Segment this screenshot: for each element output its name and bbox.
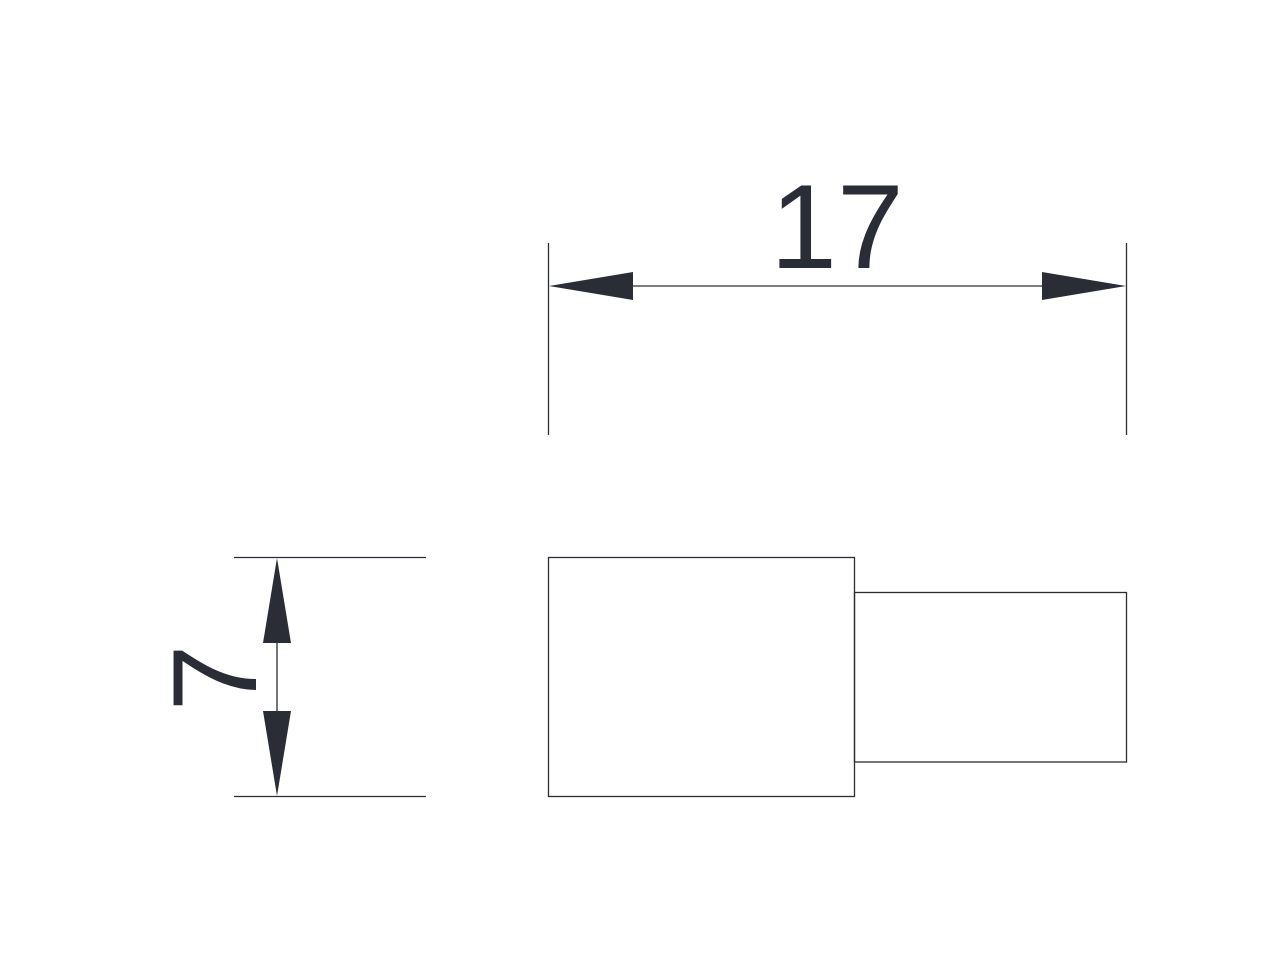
small-block [853,591,1128,763]
height-arrowhead-bottom [263,711,291,796]
height-arrowhead-top [263,558,291,643]
width-dimension-value: 17 [770,160,903,294]
width-arrowhead-left [549,272,633,300]
width-arrowhead-right [1042,272,1126,300]
height-dimension: 7 [148,556,426,798]
height-dimension-value: 7 [148,645,282,712]
part-outline [547,556,1128,798]
large-block [547,556,856,798]
width-dimension: 17 [547,160,1128,435]
